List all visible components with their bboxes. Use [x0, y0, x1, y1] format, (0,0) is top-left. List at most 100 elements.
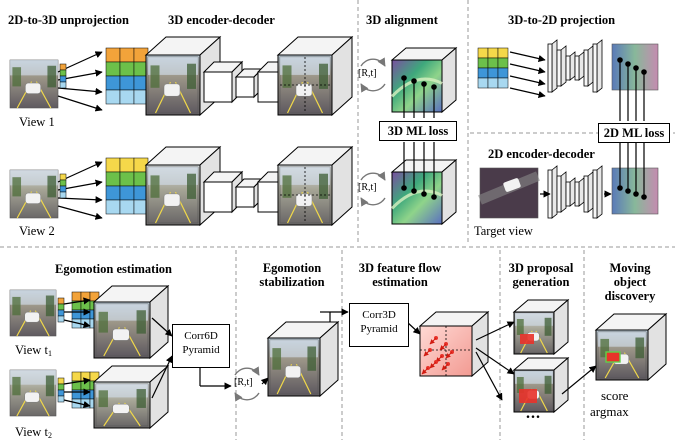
slab-face [547, 43, 553, 93]
grid-cell [105, 89, 121, 105]
photo-car [112, 403, 130, 414]
photo-target-view [478, 167, 540, 219]
feature-strip [57, 377, 65, 403]
photo-tree [150, 65, 160, 88]
grid-cell [477, 47, 489, 59]
grid-cell [105, 61, 121, 77]
grid-cell [80, 380, 91, 391]
ml-loss-endpoint [617, 57, 623, 63]
photo-sky [148, 167, 198, 185]
box-2d-ml-loss: 2D ML loss [598, 123, 670, 143]
slab-face [592, 169, 598, 219]
photo-sky [10, 290, 56, 305]
photo-tree [282, 65, 292, 88]
photo-tree [12, 296, 21, 316]
label-view-t1-base: View t [15, 343, 48, 357]
heading-egomotion-estimation: Egomotion estimation [55, 262, 173, 276]
flow-vector [429, 361, 437, 369]
grid-cell [57, 383, 65, 391]
unprojection-ray [57, 87, 103, 95]
flow-arrow-icon [561, 365, 597, 395]
flow-vector [445, 351, 453, 359]
grid-cell [487, 77, 499, 89]
slab-face [583, 175, 589, 213]
flow-arrow-icon [475, 347, 515, 375]
transform-rt-bottom: [R,t] [358, 182, 377, 193]
slab [587, 171, 594, 213]
heading-3d-to-2d-projection: 3D-to-2D projection [508, 13, 616, 27]
flow-vector [423, 349, 431, 357]
flow-vector [439, 343, 447, 351]
flow-arrow-icon [151, 355, 173, 399]
cube-photo [147, 56, 199, 114]
ml-loss-endpoint [421, 191, 427, 197]
grid-cell [487, 57, 499, 69]
box-corr6d-pyramid: Corr6D Pyramid [172, 324, 230, 368]
photo-sky [598, 332, 646, 347]
heading-line: Egomotion [262, 261, 322, 275]
box-line: Pyramid [360, 323, 398, 335]
photo-sky [10, 170, 58, 186]
photo-car [163, 83, 181, 97]
cube-photo [514, 312, 554, 354]
photo-tree [12, 376, 21, 396]
rotate-arrows-icon [360, 83, 386, 93]
photo-tree [544, 375, 552, 394]
label-target-view: Target view [474, 224, 533, 238]
photo-tree [187, 63, 196, 89]
ml-loss-endpoint [625, 61, 631, 67]
slab-face [565, 181, 571, 207]
grid-cell [497, 77, 509, 89]
slab [551, 39, 558, 93]
heading-egomotion-stabilization: Egomotion stabilization [250, 261, 334, 289]
cube-photo [269, 339, 319, 395]
grid-cell [80, 300, 91, 311]
slab [569, 51, 576, 81]
grid-cell [71, 309, 82, 320]
heading-3d-alignment: 3D alignment [366, 13, 438, 27]
grid-cell [477, 67, 489, 79]
grid-cell [80, 389, 91, 400]
photo-tree [635, 337, 645, 359]
photo-tree [319, 173, 328, 199]
heading-3d-proposal: 3D proposal generation [500, 261, 582, 289]
slab [560, 171, 567, 213]
slab [551, 165, 558, 219]
label-view-1: View 1 [19, 115, 55, 129]
unprojection-ray [63, 399, 91, 409]
cube-photo [597, 331, 647, 379]
photo-sky [96, 384, 148, 398]
grid-cell [57, 395, 65, 403]
rotate-arrows-icon [360, 171, 386, 181]
grid-cell [57, 303, 65, 311]
ml-loss-endpoint [411, 78, 417, 84]
heading-moving-object: Moving object discovery [592, 261, 668, 303]
feature-strip [57, 297, 65, 323]
slab-face [556, 49, 562, 87]
flow-vector [429, 337, 437, 345]
photo-sky [515, 371, 553, 384]
grid-cell [119, 199, 135, 215]
projection-ray [509, 87, 546, 99]
feature-streak [390, 77, 443, 98]
unprojection-ray [57, 95, 103, 112]
grid-cell [71, 291, 82, 302]
grid-cell [57, 377, 65, 385]
grid-cell [119, 171, 135, 187]
photo-tree [136, 389, 146, 408]
photo-tree [47, 175, 57, 198]
grid-cell [80, 309, 91, 320]
grid-cell [57, 309, 65, 317]
grid-cell [59, 191, 67, 199]
grid-cell [105, 171, 121, 187]
unprojection-ray [63, 297, 91, 305]
ml-loss-endpoint [617, 185, 623, 191]
photo-car [25, 192, 41, 204]
photo-view-1 [9, 59, 59, 109]
grid-cell [119, 157, 135, 173]
unprojection-ray [57, 196, 103, 204]
grid-cell [80, 318, 91, 329]
unprojection-ray [63, 377, 91, 385]
